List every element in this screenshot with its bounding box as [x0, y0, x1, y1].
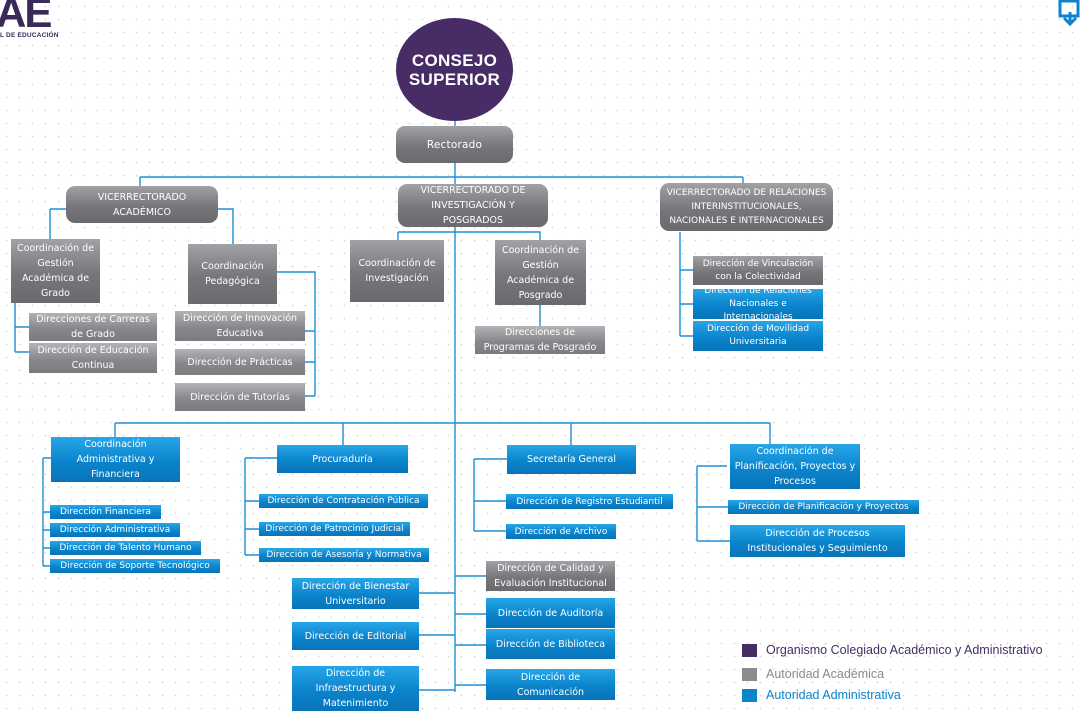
coordinacion-administrativa-node[interactable]: Coordinación Administrativa y Financiera [51, 437, 180, 482]
procuraduria-node[interactable]: Procuraduría [277, 445, 408, 473]
direccion-comunicacion-node[interactable]: Dirección de Comunicación [486, 669, 615, 700]
direccion-soporte-tecnologico-label: Dirección de Soporte Tecnológico [60, 561, 210, 571]
direccion-asesoria-node[interactable]: Dirección de Asesoría y Normativa [259, 548, 429, 562]
direccion-calidad-label: Dirección de Calidad y Evaluación Instit… [494, 563, 607, 589]
coordinacion-pedagogica-label: Coordinación Pedagógica [201, 261, 264, 287]
direcciones-carreras-grado-node[interactable]: Direcciones de Carreras de Grado [29, 313, 157, 341]
direccion-archivo-node[interactable]: Dirección de Archivo [506, 524, 616, 539]
secretaria-general-node[interactable]: Secretaría General [507, 445, 636, 474]
direcciones-programas-posgrado-label: Direcciones de Programas de Posgrado [483, 327, 597, 353]
direccion-vinculacion-node[interactable]: Dirección de Vinculación con la Colectiv… [693, 256, 823, 285]
direccion-movilidad-label: Dirección de Movilidad Universitaria [706, 324, 810, 347]
legend-label: Autoridad Académica [766, 667, 885, 681]
rectorado-node[interactable]: Rectorado [396, 126, 513, 163]
direccion-educacion-continua-label: Dirección de Educación Continua [37, 345, 149, 371]
direccion-financiera-node[interactable]: Dirección Financiera [50, 505, 161, 519]
direccion-talento-humano-label: Dirección de Talento Humano [59, 543, 192, 553]
legend-swatch [742, 643, 757, 657]
direcciones-carreras-grado-label: Direcciones de Carreras de Grado [36, 314, 150, 340]
procuraduria-label: Procuraduría [312, 453, 373, 465]
coordinacion-investigacion-label: Coordinación de Investigación [358, 258, 436, 284]
direccion-biblioteca-node[interactable]: Dirección de Biblioteca [486, 629, 615, 659]
consejo-superior-label: CONSEJO SUPERIOR [408, 50, 501, 89]
direccion-talento-humano-node[interactable]: Dirección de Talento Humano [50, 541, 201, 555]
direccion-tutorias-label: Dirección de Tutorías [190, 391, 290, 403]
legend-swatch [742, 688, 757, 702]
direccion-financiera-label: Dirección Financiera [59, 507, 152, 517]
secretaria-general-label: Secretaría General [526, 454, 616, 465]
direccion-vinculacion-label: Dirección de Vinculación con la Colectiv… [702, 258, 814, 282]
legend-label: Organismo Colegiado Académico y Administ… [766, 643, 1043, 657]
direccion-administrativa-label: Dirección Administrativa [59, 525, 171, 535]
consejo-superior-node[interactable]: CONSEJO SUPERIOR [396, 18, 513, 121]
direccion-biblioteca-label: Dirección de Biblioteca [495, 638, 606, 650]
legend-item-administrativa: Autoridad Administrativa [742, 687, 901, 703]
direccion-contratacion-label: Dirección de Contratación Pública [267, 496, 420, 506]
direccion-tutorias-node[interactable]: Dirección de Tutorías [175, 383, 305, 411]
coordinacion-administrativa-label: Coordinación Administrativa y Financiera [76, 439, 155, 480]
coordinacion-planificacion-label: Coordinación de Planificación, Proyectos… [734, 446, 856, 487]
vicerrectorado-academico-node[interactable]: VICERRECTORADO ACADÉMICO [66, 186, 218, 223]
legend-item-academica: Autoridad Académica [742, 666, 884, 682]
direccion-procesos-label: Dirección de Procesos Institucionales y … [747, 528, 888, 554]
direccion-comunicacion-label: Dirección de Comunicación [516, 671, 585, 698]
direccion-archivo-label: Dirección de Archivo [514, 526, 608, 537]
direccion-educacion-continua-node[interactable]: Dirección de Educación Continua [29, 343, 157, 373]
direccion-innovacion-educativa-node[interactable]: Dirección de Innovación Educativa [175, 311, 305, 341]
direccion-relaciones-nacionales-node[interactable]: Dirección de Relaciones Nacionales e Int… [693, 286, 823, 322]
direccion-practicas-node[interactable]: Dirección de Prácticas [175, 349, 305, 375]
vicerrectorado-relaciones-node[interactable]: VICERRECTORADO DE RELACIONES INTERINSTIT… [660, 183, 833, 231]
legend-item-colegiado: Organismo Colegiado Académico y Administ… [742, 642, 1043, 658]
direccion-asesoria-label: Dirección de Asesoría y Normativa [266, 550, 422, 560]
direccion-registro-label: Dirección de Registro Estudiantil [516, 496, 663, 507]
direccion-bienestar-label: Dirección de Bienestar Universitario [301, 580, 410, 607]
direccion-bienestar-node[interactable]: Dirección de Bienestar Universitario [292, 578, 419, 609]
coordinacion-gestion-grado-label: Coordinación de Gestión Académica de Gra… [16, 243, 95, 299]
coordinacion-gestion-grado-node[interactable]: Coordinación de Gestión Académica de Gra… [11, 239, 100, 303]
direccion-innovacion-educativa-label: Dirección de Innovación Educativa [182, 313, 298, 339]
direccion-patrocinio-node[interactable]: Dirección de Patrocinio Judicial [259, 522, 410, 536]
direccion-soporte-tecnologico-node[interactable]: Dirección de Soporte Tecnológico [50, 559, 220, 573]
legend-swatch [742, 667, 757, 681]
direccion-administrativa-node[interactable]: Dirección Administrativa [50, 523, 180, 537]
coordinacion-pedagogica-node[interactable]: Coordinación Pedagógica [188, 244, 277, 304]
direccion-movilidad-node[interactable]: Dirección de Movilidad Universitaria [693, 321, 823, 351]
direccion-editorial-node[interactable]: Dirección de Editorial [292, 622, 419, 650]
direccion-practicas-label: Dirección de Prácticas [187, 356, 293, 368]
logo: AE [0, 0, 52, 36]
logo-subtitle: L DE EDUCACIÓN [0, 32, 59, 39]
vicerrectorado-academico-label: VICERRECTORADO ACADÉMICO [97, 191, 187, 218]
direccion-registro-node[interactable]: Dirección de Registro Estudiantil [506, 494, 673, 509]
direcciones-programas-posgrado-node[interactable]: Direcciones de Programas de Posgrado [475, 326, 605, 354]
direccion-auditoria-label: Dirección de Auditoría [497, 607, 604, 619]
direccion-planificacion-proyectos-label: Dirección de Planificación y Proyectos [738, 502, 909, 512]
direccion-planificacion-proyectos-node[interactable]: Dirección de Planificación y Proyectos [728, 500, 919, 514]
direccion-infraestructura-label: Dirección de Infraestructura y Matenimie… [315, 668, 396, 709]
direccion-contratacion-node[interactable]: Dirección de Contratación Pública [259, 494, 428, 508]
coordinacion-posgrado-node[interactable]: Coordinación de Gestión Académica de Pos… [495, 240, 586, 305]
direccion-auditoria-node[interactable]: Dirección de Auditoría [486, 598, 615, 628]
direccion-calidad-node[interactable]: Dirección de Calidad y Evaluación Instit… [486, 561, 615, 591]
legend-label: Autoridad Administrativa [766, 688, 901, 702]
coordinacion-investigacion-node[interactable]: Coordinación de Investigación [350, 240, 444, 302]
vicerrectorado-investigacion-label: VICERRECTORADO DE INVESTIGACIÓN Y POSGRA… [420, 185, 526, 226]
export-icon[interactable] [1050, 0, 1080, 26]
direccion-patrocinio-label: Dirección de Patrocinio Judicial [265, 524, 404, 534]
vicerrectorado-relaciones-label: VICERRECTORADO DE RELACIONES INTERINSTIT… [666, 188, 827, 226]
coordinacion-planificacion-node[interactable]: Coordinación de Planificación, Proyectos… [730, 444, 860, 489]
direccion-procesos-node[interactable]: Dirección de Procesos Institucionales y … [730, 525, 905, 557]
direccion-editorial-label: Dirección de Editorial [304, 630, 407, 642]
coordinacion-posgrado-label: Coordinación de Gestión Académica de Pos… [501, 244, 580, 301]
rectorado-label: Rectorado [426, 138, 483, 151]
direccion-infraestructura-node[interactable]: Dirección de Infraestructura y Matenimie… [292, 666, 419, 711]
vicerrectorado-investigacion-node[interactable]: VICERRECTORADO DE INVESTIGACIÓN Y POSGRA… [398, 184, 548, 227]
direccion-relaciones-nacionales-label: Dirección de Relaciones Nacionales e Int… [704, 285, 812, 322]
